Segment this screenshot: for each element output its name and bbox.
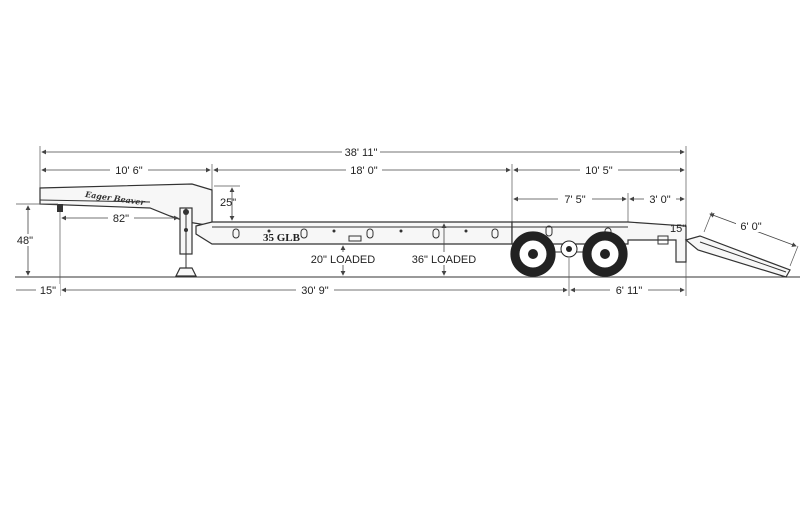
fifth-wheel-height-dimension: 48" [14,203,58,276]
kingpin-setback-label: 15" [40,285,56,297]
gooseneck-length-label: 10' 6" [115,165,143,177]
landing-gear [175,207,197,277]
rear-deck-height-label: 36" LOADED [412,254,476,266]
axle-to-tail-label: 7' 5" [564,194,585,206]
gooseneck-drop-label: 25" [220,197,236,209]
tail-length-label: 3' 0" [649,194,670,206]
gooseneck-clearance-label: 82" [113,213,129,225]
axle-wheels [510,231,628,277]
loading-ramp: 6' 0" [684,211,799,278]
kingpin-to-axle-label: 30' 9" [301,285,329,297]
main-deck: 35 GLB [195,221,513,245]
tail-drop-dimension: 15" [670,223,686,235]
bottom-dimensions: 15" 30' 9" 6' 11" [16,212,685,297]
overall-length-label: 38' 11" [345,147,378,159]
tail-drop-label: 15" [670,223,686,235]
rear-section-length-label: 10' 5" [585,165,613,177]
gooseneck-drop-dimension: 25" [214,185,240,223]
ramp-length-label: 6' 0" [740,221,761,233]
model-label: 35 GLB [263,232,301,244]
gooseneck-clearance-dimension: 82" [61,212,179,225]
rear-deck-height-dimension: 36" LOADED [408,223,480,276]
deck-height-label: 20" LOADED [311,254,375,266]
gooseneck: Eager Beaver [39,183,213,227]
rear-dimensions: 7' 5" 3' 0" [513,193,685,222]
section-lengths-dimension: 10' 6" 18' 0" 10' 5" [41,164,685,222]
deck-length-label: 18' 0" [350,165,378,177]
axle-to-rear-label: 6' 11" [616,285,643,297]
overall-length-dimension: 38' 11" [39,146,687,296]
fifth-wheel-height-label: 48" [17,235,33,247]
deck-height-dimension: 20" LOADED [306,245,378,276]
